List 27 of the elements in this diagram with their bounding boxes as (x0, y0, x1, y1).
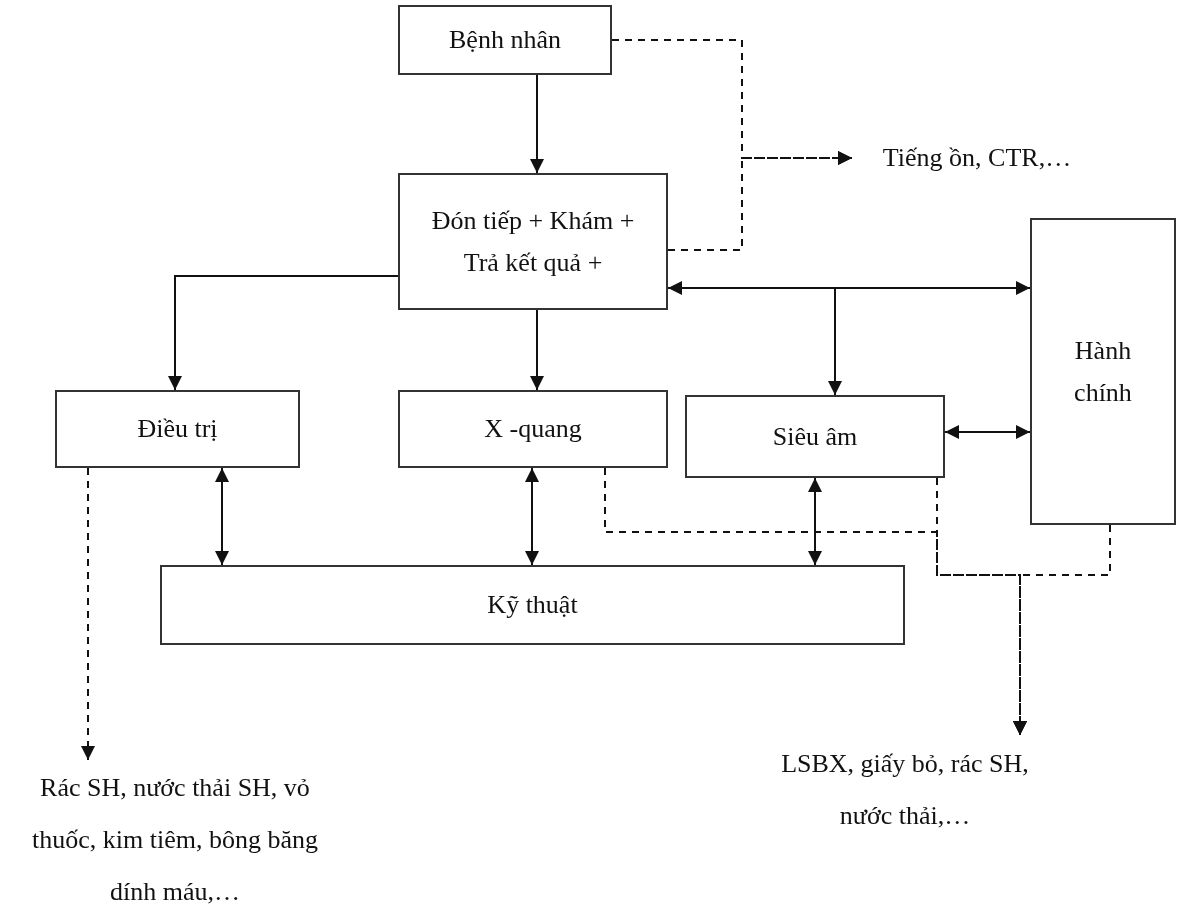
box-label: Đón tiếp + Khám + Trả kết quả + (430, 204, 636, 279)
arrow (525, 467, 539, 566)
process-box (55, 390, 300, 468)
box-label: Bệnh nhân (449, 24, 561, 56)
box-label: Điều trị (137, 413, 218, 445)
output-text: Rác SH, nước thải SH, vỏ thuốc, kim tiêm, bông băng dính máu,… (31, 772, 319, 908)
arrow (215, 467, 229, 566)
arrow (530, 309, 544, 391)
output-text: Tiếng ồn, CTR,… (882, 142, 1072, 174)
box-label: X -quang (484, 413, 582, 445)
box-label: Kỹ thuật (487, 589, 578, 621)
process-box (160, 565, 905, 645)
box-label: Hành chính (1073, 334, 1133, 409)
arrow (944, 425, 1031, 439)
output-text: LSBX, giấy bỏ, rác SH, nước thải,… (780, 748, 1030, 832)
process-box (398, 173, 668, 310)
arrow (808, 477, 822, 566)
process-box (1030, 218, 1176, 525)
arrow (168, 275, 399, 391)
arrow (530, 74, 544, 174)
process-box (398, 390, 668, 468)
dashed-arrow (667, 151, 853, 251)
dashed-arrow (81, 467, 95, 761)
box-label: Siêu âm (772, 420, 858, 453)
dashed-arrow (1013, 524, 1111, 736)
process-box (685, 395, 945, 478)
process-box (398, 5, 612, 75)
